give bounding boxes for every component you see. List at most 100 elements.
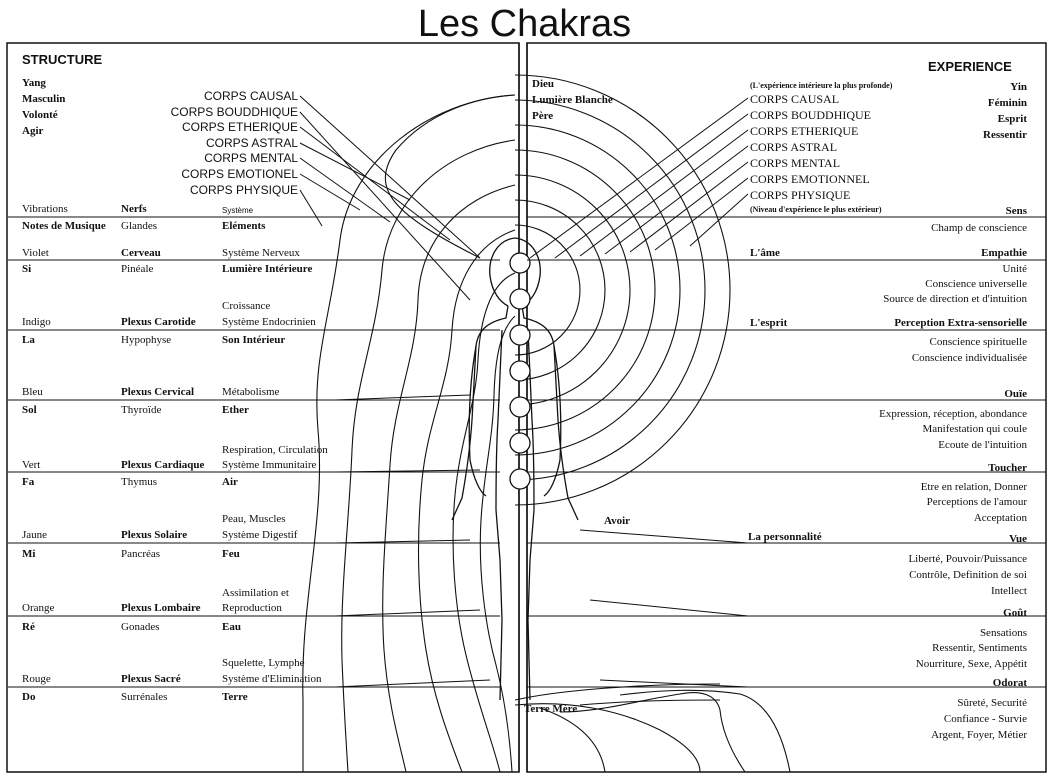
structure-quality: Volonté: [22, 109, 58, 121]
chakra-note: Ré: [22, 621, 35, 633]
chakra-gland: Gonades: [121, 621, 160, 633]
left-body-leaders: [299, 95, 481, 301]
body-label: CORPS PHYSIQUE: [189, 183, 298, 197]
chakra-system: Système Immunitaire: [222, 459, 317, 471]
body-label: CORPS ETHERIQUE: [181, 120, 298, 134]
note-deepest: (L'expérience intérieure la plus profond…: [750, 81, 893, 90]
note-outermost: (Niveau d'expérience le plus extérieur): [750, 205, 882, 214]
chakra-color: Orange: [22, 602, 55, 614]
sense-item: Perceptions de l'amour: [926, 496, 1027, 508]
sense-name: Goût: [1003, 607, 1027, 619]
sense-name: Toucher: [988, 462, 1027, 474]
chakra-element: Feu: [222, 548, 240, 560]
chakra-gland: Thyroïde: [121, 404, 162, 416]
sense-item: Conscience spirituelle: [929, 336, 1027, 348]
body-label-right: CORPS BOUDDHIQUE: [750, 108, 872, 122]
chakra-note: La: [22, 334, 35, 346]
sense-name: Vue: [1009, 533, 1027, 545]
chakra-system: Squelette, Lymphe: [222, 657, 305, 669]
chakra-gland: Thymus: [121, 476, 158, 488]
body-label: CORPS ASTRAL: [205, 136, 298, 150]
chakra-color: Bleu: [22, 386, 43, 398]
chakra-circles: [509, 252, 531, 490]
structure-quality: Agir: [22, 125, 44, 137]
chakra-element: Son Intérieur: [222, 334, 286, 346]
chakra-gland: Hypophyse: [121, 334, 172, 346]
page-title: Les Chakras: [417, 3, 632, 45]
sense-item: Source de direction et d'intuition: [883, 293, 1027, 305]
sense-item: Sensations: [979, 627, 1027, 639]
experience-quality: Yin: [1010, 81, 1027, 93]
chakra-element: Eau: [222, 621, 241, 633]
body-label: CORPS EMOTIONEL: [181, 167, 298, 181]
chakra-system: Système Nerveux: [222, 247, 300, 259]
right-body-leaders: [529, 97, 749, 259]
sense-item: Liberté, Pouvoir/Puissance: [908, 553, 1027, 565]
sense-item: Conscience individualisée: [911, 352, 1027, 364]
chakra-system: Système d'Elimination: [222, 673, 322, 685]
chakra-gland: Pinéale: [121, 263, 154, 275]
structure-quality: Masculin: [22, 93, 66, 105]
aura-arcs: [514, 74, 731, 506]
body-label-right: CORPS PHYSIQUE: [750, 188, 851, 202]
structure-header: STRUCTURE: [22, 52, 103, 67]
body-label-right: CORPS ETHERIQUE: [750, 124, 859, 138]
sense-item: Sûreté, Securité: [957, 697, 1027, 709]
sense-item: Ecoute de l'intuition: [938, 439, 1027, 451]
sense-item: Intellect: [990, 585, 1027, 597]
chakra-system: Système Digestif: [222, 529, 298, 541]
chakra-color: Indigo: [22, 316, 51, 328]
level-personnalite: La personnalité: [748, 531, 822, 543]
sense-item: Confiance - Survie: [943, 713, 1027, 725]
left-system-leaders: [334, 329, 491, 688]
structure-row-lines: [8, 216, 519, 688]
right-system-leaders: [530, 329, 749, 688]
chakra-element: Ether: [222, 404, 249, 416]
level-avoir: Avoir: [604, 515, 631, 527]
chakra-note: Do: [22, 691, 36, 703]
chakra-gland: Pancréas: [121, 548, 161, 560]
body-label: CORPS MENTAL: [204, 151, 298, 165]
top-label: Père: [532, 110, 554, 122]
sense-item: Argent, Foyer, Métier: [931, 729, 1027, 741]
chakra-system: Système Endocrinien: [222, 316, 316, 328]
chakra-nerf: Plexus Cardiaque: [121, 459, 205, 471]
body-label: CORPS CAUSAL: [203, 89, 298, 103]
sense-item: Manifestation qui coule: [922, 423, 1027, 435]
experience-quality: Féminin: [987, 97, 1027, 109]
sense-name: Ouïe: [1004, 388, 1027, 400]
chakra-element: Air: [222, 476, 238, 488]
sense-name: Empathie: [981, 247, 1027, 259]
chakra-nerf: Plexus Sacré: [121, 673, 181, 685]
sense-item: Expression, réception, abondance: [879, 408, 1027, 420]
col-header-systeme: Système: [222, 206, 254, 215]
chakra-color: Vert: [22, 459, 41, 471]
chakra-system: Métabolisme: [222, 386, 280, 398]
chakra-nerf: Cerveau: [121, 247, 161, 259]
terre-mere: Terre Mère: [524, 703, 578, 715]
chakra-nerf: Plexus Solaire: [121, 529, 188, 541]
chakra-nerf: Plexus Lombaire: [121, 602, 201, 614]
sense-item: Champ de conscience: [931, 222, 1027, 234]
structure-quality: Yang: [22, 77, 46, 89]
chakra-system: Croissance: [222, 300, 271, 312]
sense-item: Unité: [1002, 263, 1027, 275]
sense-item: Contrôle, Definition de soi: [909, 569, 1027, 581]
col-header-elements: Eléments: [222, 220, 266, 232]
col-header-notes: Notes de Musique: [22, 220, 106, 232]
chakra-color: Violet: [22, 247, 49, 259]
sense-name: Sens: [1005, 205, 1027, 217]
chakra-color: Rouge: [22, 673, 51, 685]
body-label-right: CORPS CAUSAL: [750, 92, 840, 106]
col-header-glandes: Glandes: [121, 220, 158, 232]
chakra-note: Sol: [22, 404, 37, 416]
chakra-note: Fa: [22, 476, 35, 488]
chakra-element: Terre: [222, 691, 248, 703]
experience-quality: Esprit: [997, 113, 1027, 125]
sense-name: Odorat: [992, 677, 1027, 689]
top-label: Lumière Blanche: [532, 94, 613, 106]
col-header-nerfs: Nerfs: [121, 203, 147, 215]
sense-item: Nourriture, Sexe, Appétit: [915, 658, 1027, 670]
